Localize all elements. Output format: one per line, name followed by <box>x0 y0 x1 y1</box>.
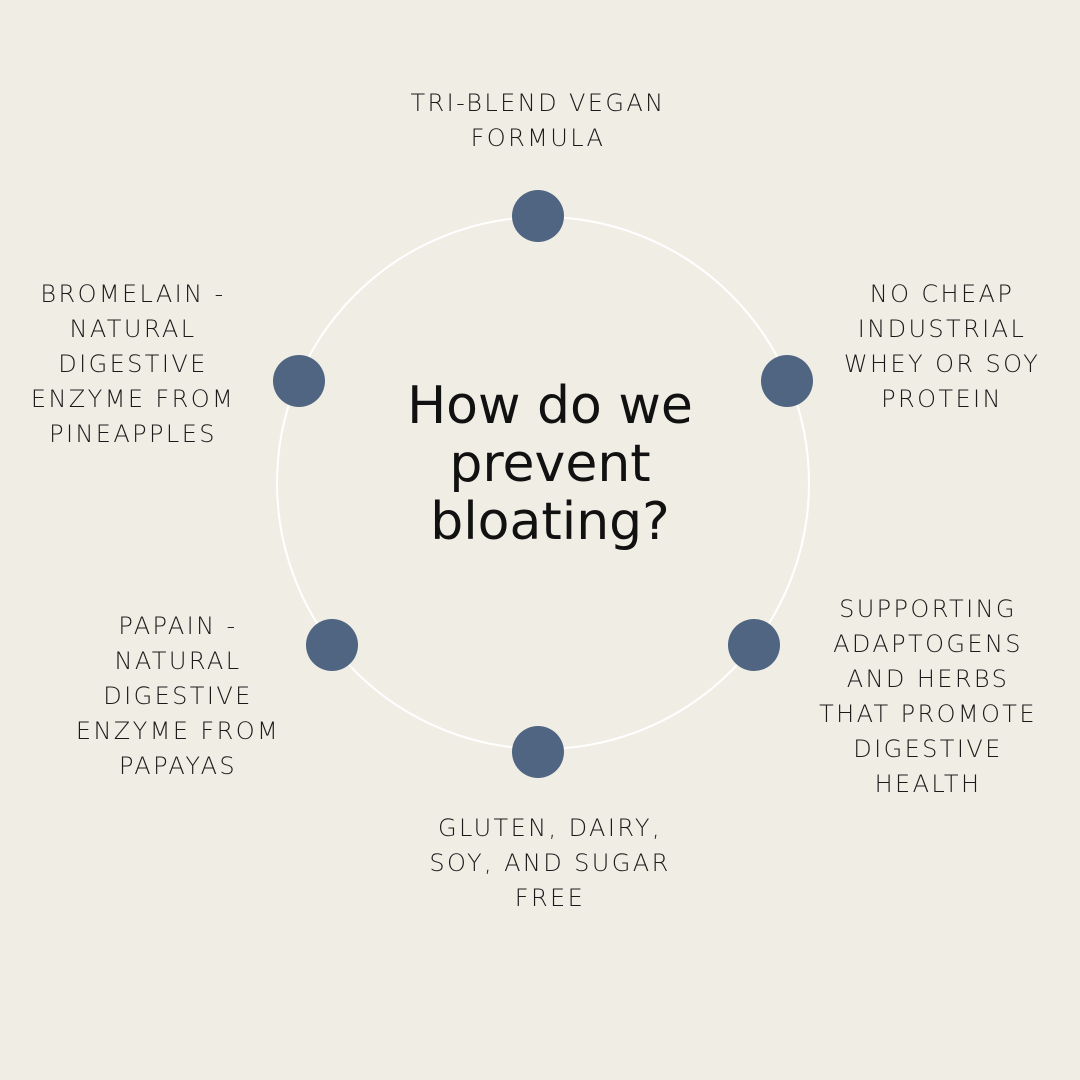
label-allergen-free: GLUTEN, DAIRY, SOY, AND SUGAR FREE <box>429 814 671 912</box>
node-dot-no-whey-soy <box>761 355 813 407</box>
node-dot-bromelain <box>273 355 325 407</box>
node-dot-adaptogens <box>728 619 780 671</box>
node-dot-papain <box>306 619 358 671</box>
center-title: How do we prevent bloating? <box>407 376 693 552</box>
node-dot-allergen-free <box>512 726 564 778</box>
label-adaptogens: SUPPORTING ADAPTOGENS AND HERBS THAT PRO… <box>819 595 1037 798</box>
label-tri-blend: TRI-BLEND VEGAN FORMULA <box>410 89 666 152</box>
label-papain: PAPAIN - NATURAL DIGESTIVE ENZYME FROM P… <box>75 612 281 780</box>
node-dot-tri-blend <box>512 190 564 242</box>
label-no-whey-soy: NO CHEAP INDUSTRIAL WHEY OR SOY PROTEIN <box>843 280 1041 413</box>
label-bromelain: BROMELAIN - NATURAL DIGESTIVE ENZYME FRO… <box>30 280 236 448</box>
